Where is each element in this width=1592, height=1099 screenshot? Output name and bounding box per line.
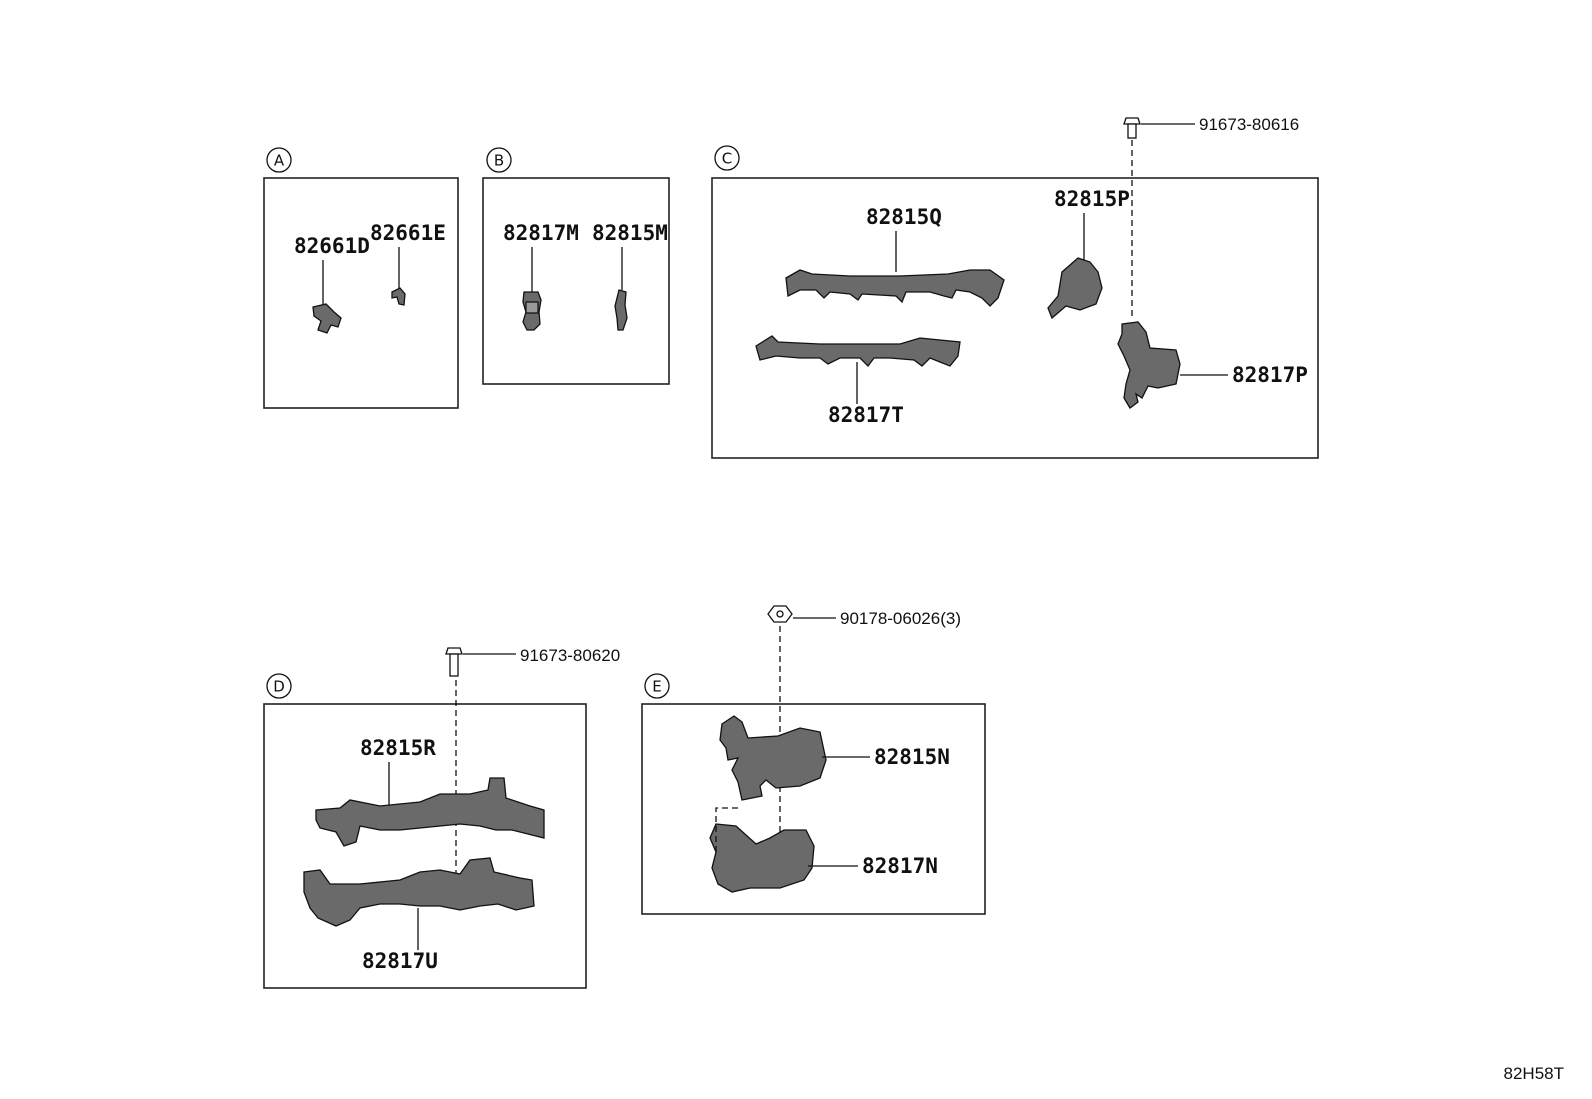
section-d-letter: D [273,678,285,696]
section-d: D 91673-80620 82815R 82817U [263,646,620,989]
bolt-91673-80620 [445,647,463,677]
part-82817P [1117,321,1181,409]
part-label-82817P: 82817P [1232,363,1308,387]
part-label-82817T: 82817T [828,403,904,427]
part-82815N [719,715,827,801]
part-82815Q [785,269,1005,307]
part-82815M [614,289,628,331]
part-label-82815R: 82815R [360,736,436,760]
part-82817M [522,291,542,331]
section-e-letter: E [652,678,661,696]
section-d-marker [266,673,292,699]
section-a-letter: A [274,152,285,170]
part-label-82661D: 82661D [294,234,370,258]
part-label-82817U: 82817U [362,949,438,973]
part-82817U [303,857,535,927]
bolt-label-90178-06026: 90178-06026(3) [840,609,961,628]
section-e: E 90178-06026(3) 82815N 82817N [641,605,986,915]
bolt-91673-80616 [1123,117,1141,139]
part-label-82817M: 82817M [503,221,579,245]
section-e-frame [641,703,986,915]
bolt-label-91673-80620: 91673-80620 [520,646,620,665]
section-a: A 82661D 82661E [263,147,459,409]
section-a-frame [263,177,459,409]
section-a-marker [266,147,292,173]
part-label-82815M: 82815M [592,221,668,245]
section-b: B 82817M 82815M [482,147,670,385]
section-c: C 91673-80616 82815Q 82815P 82817T [711,115,1319,459]
bolt-label-91673-80616: 91673-80616 [1199,115,1299,134]
part-label-82815Q: 82815Q [866,205,942,229]
part-82661E [391,287,406,306]
part-82661D [312,303,342,334]
section-c-frame [711,177,1319,459]
part-82817N [709,823,815,893]
section-b-letter: B [494,152,504,170]
dash-e-bracket [715,807,738,856]
part-label-82815N: 82815N [874,745,950,769]
part-label-82815P: 82815P [1054,187,1130,211]
bolt-90178-06026 [767,605,793,623]
section-e-marker [644,673,670,699]
section-d-frame [263,703,587,989]
section-b-marker [486,147,512,173]
part-82815P [1047,257,1103,320]
section-c-letter: C [722,150,732,168]
diagram-code: 82H58T [1504,1064,1564,1083]
part-label-82817N: 82817N [862,854,938,878]
part-82817T [755,335,961,367]
section-c-marker [714,145,740,171]
part-82815R [315,777,545,847]
part-label-82661E: 82661E [370,221,446,245]
section-b-frame [482,177,670,385]
